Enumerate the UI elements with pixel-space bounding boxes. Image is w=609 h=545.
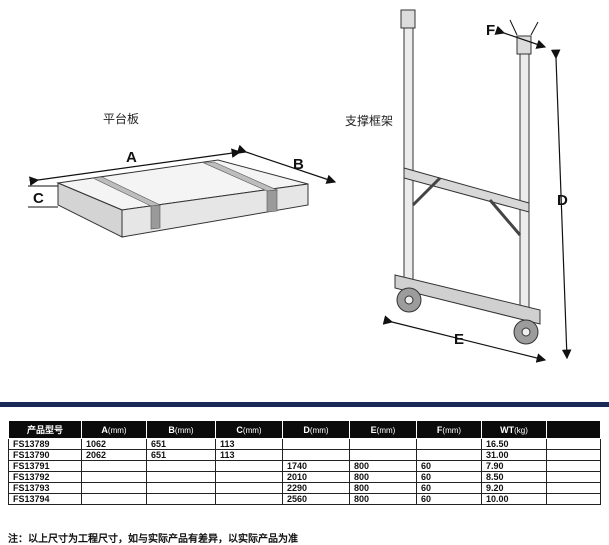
- col-wt: WT(kg): [481, 420, 547, 439]
- dim-e-label: E: [454, 331, 464, 348]
- cell-f: 60: [416, 460, 482, 472]
- table-row: FS13789 1062 651 113 16.50: [8, 438, 601, 450]
- cell-d: 2560: [282, 493, 350, 505]
- cell-f: [416, 438, 482, 450]
- cell-wt: 31.00: [481, 449, 547, 461]
- footnote: 注：以上尺寸为工程尺寸，如与实际产品有差异，以实际产品为准: [8, 534, 298, 545]
- table-row: FS13791 1740 800 60 7.90: [8, 460, 601, 472]
- cell-wt: 7.90: [481, 460, 547, 472]
- cell-d: 2290: [282, 482, 350, 494]
- cell-a: [81, 460, 147, 472]
- cell-model: FS13790: [8, 449, 82, 461]
- col-d: D(mm): [282, 420, 350, 439]
- cell-model: FS13794: [8, 493, 82, 505]
- col-c: C(mm): [215, 420, 283, 439]
- cell-c: 113: [215, 438, 283, 450]
- support-frame-drawing: [394, 9, 541, 345]
- cell-f: 60: [416, 471, 482, 483]
- table-row: FS13792 2010 800 60 8.50: [8, 471, 601, 483]
- cell-c: [215, 493, 283, 505]
- cell-e: 800: [349, 471, 417, 483]
- spec-table-header-row: 产品型号 A(mm) B(mm) C(mm) D(mm) E(mm) F(mm)…: [8, 420, 601, 439]
- dim-a-label: A: [126, 149, 137, 166]
- cell-f: [416, 449, 482, 461]
- spec-table: 产品型号 A(mm) B(mm) C(mm) D(mm) E(mm) F(mm)…: [8, 420, 601, 505]
- product-diagram: A B C F D E: [28, 9, 572, 363]
- cell-blank: [546, 471, 601, 483]
- platform-board-label: 平台板: [103, 112, 140, 126]
- cell-a: 1062: [81, 438, 147, 450]
- cell-e: [349, 438, 417, 450]
- col-blank: [546, 420, 601, 439]
- cell-wt: 8.50: [481, 471, 547, 483]
- cell-model: FS13792: [8, 471, 82, 483]
- cell-blank: [546, 460, 601, 472]
- cell-b: 651: [146, 438, 216, 450]
- col-b: B(mm): [146, 420, 216, 439]
- cell-wt: 10.00: [481, 493, 547, 505]
- cell-blank: [546, 482, 601, 494]
- dim-b-label: B: [293, 156, 304, 173]
- dim-f-label: F: [486, 22, 495, 39]
- cell-e: [349, 449, 417, 461]
- cell-e: 800: [349, 493, 417, 505]
- cell-c: 113: [215, 449, 283, 461]
- cell-d: 2010: [282, 471, 350, 483]
- table-row: FS13790 2062 651 113 31.00: [8, 449, 601, 461]
- cell-e: 800: [349, 460, 417, 472]
- cell-b: [146, 471, 216, 483]
- cell-blank: [546, 449, 601, 461]
- cell-b: [146, 460, 216, 472]
- cell-model: FS13791: [8, 460, 82, 472]
- col-model: 产品型号: [8, 420, 82, 439]
- cell-wt: 16.50: [481, 438, 547, 450]
- cell-model: FS13793: [8, 482, 82, 494]
- dim-d-label: D: [557, 192, 568, 209]
- frame-dimensions: F D E: [382, 19, 572, 363]
- cell-d: [282, 438, 350, 450]
- cell-b: [146, 482, 216, 494]
- dim-c-label: C: [33, 190, 44, 207]
- col-e: E(mm): [349, 420, 417, 439]
- table-header-rule: [0, 402, 609, 407]
- cell-wt: 9.20: [481, 482, 547, 494]
- cell-blank: [546, 493, 601, 505]
- cell-c: [215, 471, 283, 483]
- cell-f: 60: [416, 482, 482, 494]
- cell-a: [81, 471, 147, 483]
- platform-dimensions: A B C: [28, 144, 337, 208]
- cell-c: [215, 460, 283, 472]
- cell-c: [215, 482, 283, 494]
- cell-a: 2062: [81, 449, 147, 461]
- col-f: F(mm): [416, 420, 482, 439]
- col-a: A(mm): [81, 420, 147, 439]
- cell-blank: [546, 438, 601, 450]
- cell-a: [81, 482, 147, 494]
- cell-a: [81, 493, 147, 505]
- cell-d: [282, 449, 350, 461]
- support-frame-label: 支撑框架: [345, 114, 394, 128]
- cell-e: 800: [349, 482, 417, 494]
- cell-model: FS13789: [8, 438, 82, 450]
- cell-d: 1740: [282, 460, 350, 472]
- table-row: FS13794 2560 800 60 10.00: [8, 493, 601, 505]
- cell-b: [146, 493, 216, 505]
- cell-f: 60: [416, 493, 482, 505]
- table-row: FS13793 2290 800 60 9.20: [8, 482, 601, 494]
- cell-b: 651: [146, 449, 216, 461]
